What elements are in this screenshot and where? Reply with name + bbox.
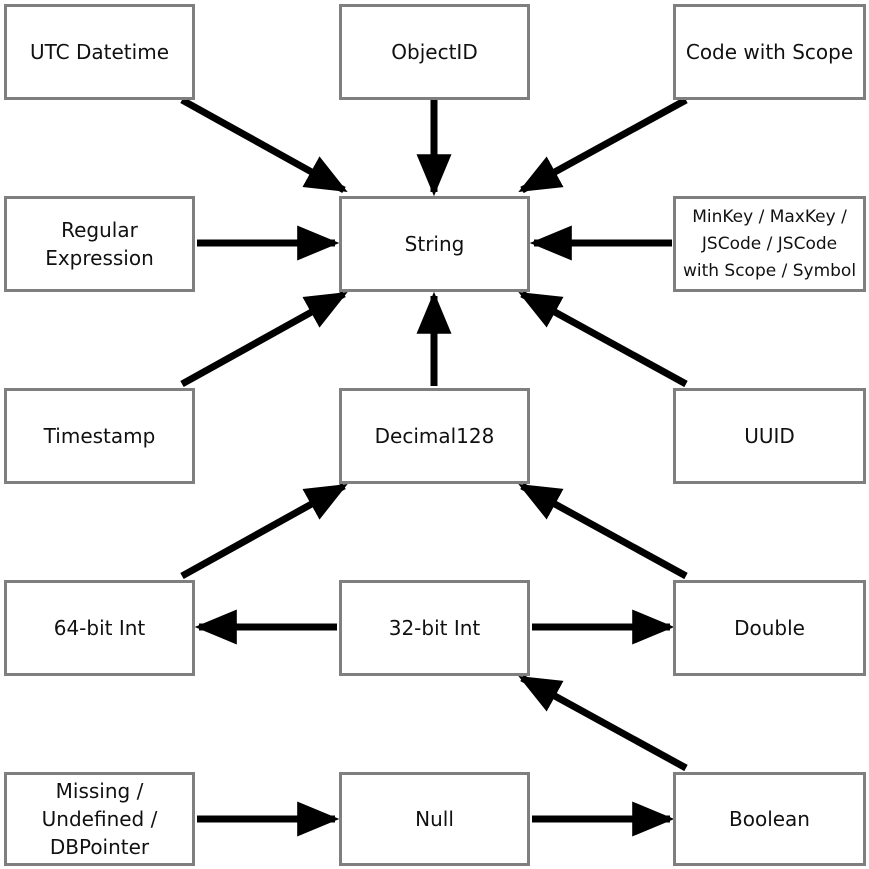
edge-uuid-to-string [518, 290, 688, 388]
node-code-with-scope: Code with Scope [673, 4, 866, 100]
edge-double-to-decimal128 [518, 482, 688, 580]
edge-int64-to-decimal128 [180, 482, 348, 580]
node-double: Double [673, 580, 866, 676]
node-boolean: Boolean [673, 772, 866, 866]
node-32-bit-int: 32-bit Int [339, 580, 530, 676]
node-null: Null [339, 772, 530, 866]
node-timestamp: Timestamp [4, 388, 195, 484]
node-minkey-maxkey-jscode-symbol: MinKey / MaxKey / JSCode / JSCode with S… [673, 196, 866, 292]
node-objectid: ObjectID [339, 4, 530, 100]
node-utc-datetime: UTC Datetime [4, 4, 195, 100]
node-64-bit-int: 64-bit Int [4, 580, 195, 676]
node-regular-expression: Regular Expression [4, 196, 195, 292]
edge-boolean-to-int32 [518, 674, 688, 772]
node-decimal128: Decimal128 [339, 388, 530, 484]
node-string: String [339, 196, 530, 292]
edge-code-with-scope-to-string [518, 96, 688, 194]
edge-utc-datetime-to-string [180, 96, 348, 194]
edge-timestamp-to-string [180, 290, 348, 388]
node-missing-undefined-dbpointer: Missing / Undefined / DBPointer [4, 772, 195, 866]
node-uuid: UUID [673, 388, 866, 484]
